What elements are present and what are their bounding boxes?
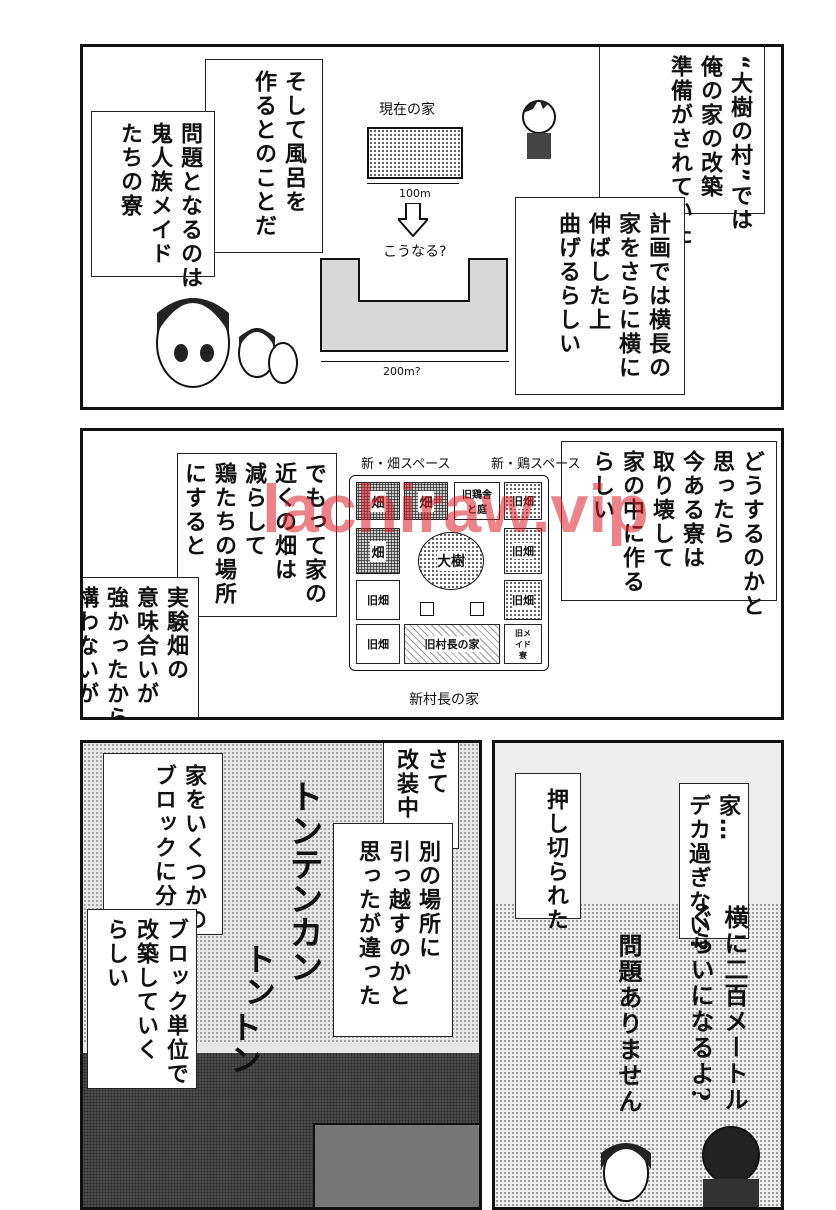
speech-no-problem: 問題ありません bbox=[614, 933, 643, 1115]
narration-box-plan: 計画では横長の 家をさらに横に 伸ばした上 曲げるらしい bbox=[515, 197, 685, 395]
arrow-down-icon bbox=[398, 203, 428, 237]
map-cell-new-field: 畑 bbox=[356, 482, 400, 520]
narration-box-too-big: 家… デカ過ぎない? bbox=[679, 783, 749, 953]
sfx-tontenkan: トンテンカン bbox=[283, 779, 323, 983]
map-cell-old-chicken-yard: 旧鶏舎と庭 bbox=[454, 482, 500, 520]
planned-house-shape bbox=[320, 258, 508, 352]
sfx-ton: トン bbox=[225, 1011, 263, 1075]
current-house-rect bbox=[367, 127, 463, 179]
narration-box-block-units: ブロック単位で 改築していく らしい bbox=[87, 909, 197, 1089]
map-square bbox=[470, 602, 484, 616]
label-new-village-chief-house: 新村長の家 bbox=[409, 692, 479, 708]
map-cell-old-village-chief-house: 旧村長の家 bbox=[404, 624, 500, 664]
character-maids bbox=[156, 298, 298, 388]
character-chibi-hiraku bbox=[522, 99, 556, 159]
map-cell-old-maid-dorm: 旧メイド寮 bbox=[504, 624, 542, 664]
narration-text: ブロック単位で 改築していく らしい bbox=[103, 918, 188, 1086]
map-cell-old-field: 旧畑 bbox=[356, 580, 400, 620]
character-hiraku bbox=[702, 1126, 760, 1207]
narration-text: 家をいくつかの ブロックに分け bbox=[151, 764, 206, 932]
map-cell-new-field: 畑 bbox=[356, 528, 400, 574]
narration-text: “大樹の村”では 俺の家の改築 準備がされていた bbox=[667, 55, 752, 247]
narration-box-moving: 別の場所に 引っ越すのかと 思ったが違った bbox=[333, 823, 453, 1037]
dimension-line-200 bbox=[321, 361, 509, 362]
narration-text: 別の場所に 引っ越すのかと 思ったが違った bbox=[355, 840, 440, 1008]
narration-box-village-renovation: “大樹の村”では 俺の家の改築 準備がされていた bbox=[599, 47, 765, 247]
narration-box-problem: 問題となるのは 鬼人族メイド たちの寮 bbox=[91, 111, 215, 290]
panel-3: さて 改装中 別の場所に 引っ越すのかと 思ったが違った 家をいくつかの ブロッ… bbox=[80, 740, 482, 1210]
house-roof bbox=[313, 1123, 479, 1207]
label-100m: 100m bbox=[399, 187, 431, 200]
narration-text: 問題となるのは 鬼人族メイド たちの寮 bbox=[117, 122, 202, 290]
narration-box-bath: そして風呂を 作るとのことだ bbox=[205, 59, 323, 253]
narration-box-experiment: 実験畑の 意味合いが 強かったから 構わないが …… bbox=[80, 577, 199, 720]
map-cell-old-field: 旧畑 bbox=[356, 624, 400, 664]
sfx-ton: トン bbox=[239, 943, 277, 1007]
label-new-chicken-space: 新・鶏スペース bbox=[491, 457, 581, 472]
label-current-house: 現在の家 bbox=[379, 102, 435, 118]
label-becomes: こうなる? bbox=[383, 244, 447, 260]
narration-box-pushed: 押し切られた bbox=[515, 773, 581, 932]
narration-text: でもって家の 近くの畑は 減らして 鶏たちの場所 にすると bbox=[181, 462, 326, 606]
label-new-field-space: 新・畑スペース bbox=[361, 457, 451, 472]
panel-4: 家… デカ過ぎない? 押し切られた 横に二百メートル ぐらいになるよ? 問題あり… bbox=[492, 740, 784, 1210]
speech-200m: 横に二百メートル ぐらいになるよ? bbox=[686, 905, 749, 1113]
narration-text: どうするのかと 思ったら 今ある寮は 取り壊して 家の中に作る らしい bbox=[589, 450, 764, 618]
narration-text: 押し切られた bbox=[543, 788, 568, 932]
narration-box-dorm: どうするのかと 思ったら 今ある寮は 取り壊して 家の中に作る らしい bbox=[561, 441, 777, 618]
map-cell-new-field: 畑 bbox=[404, 482, 448, 520]
map-square bbox=[420, 602, 434, 616]
narration-box-fields: でもって家の 近くの畑は 減らして 鶏たちの場所 にすると bbox=[177, 453, 337, 617]
character-maid bbox=[601, 1143, 651, 1202]
village-map: 畑 畑 旧鶏舎と庭 旧畑 畑 旧畑 大樹 旧畑 旧畑 旧畑 旧村長の家 旧メイド… bbox=[349, 475, 549, 671]
narration-text: さて 改装中 bbox=[393, 748, 448, 820]
narration-box-blocks: 家をいくつかの ブロックに分け bbox=[103, 753, 223, 935]
map-cell-old-field: 旧畑 bbox=[504, 482, 542, 520]
panel-1: “大樹の村”では 俺の家の改築 準備がされていた 計画では横長の 家をさらに横に… bbox=[80, 44, 784, 410]
narration-text: 計画では横長の 家をさらに横に 伸ばした上 曲げるらしい bbox=[555, 212, 670, 380]
panel-2: どうするのかと 思ったら 今ある寮は 取り壊して 家の中に作る らしい でもって… bbox=[80, 428, 784, 720]
narration-text: 実験畑の 意味合いが 強かったから 構わないが …… bbox=[80, 586, 188, 720]
narration-text: そして風呂を 作るとのことだ bbox=[251, 70, 306, 238]
narration-text: 家… デカ過ぎない? bbox=[685, 794, 740, 953]
great-tree: 大樹 bbox=[418, 532, 484, 590]
label-200m: 200m? bbox=[383, 365, 421, 378]
map-cell-old-field: 旧畑 bbox=[504, 528, 542, 574]
watermark: lachiraw.vip bbox=[262, 471, 649, 547]
map-cell-old-field: 旧畑 bbox=[504, 580, 542, 620]
dimension-line-100 bbox=[367, 183, 459, 184]
